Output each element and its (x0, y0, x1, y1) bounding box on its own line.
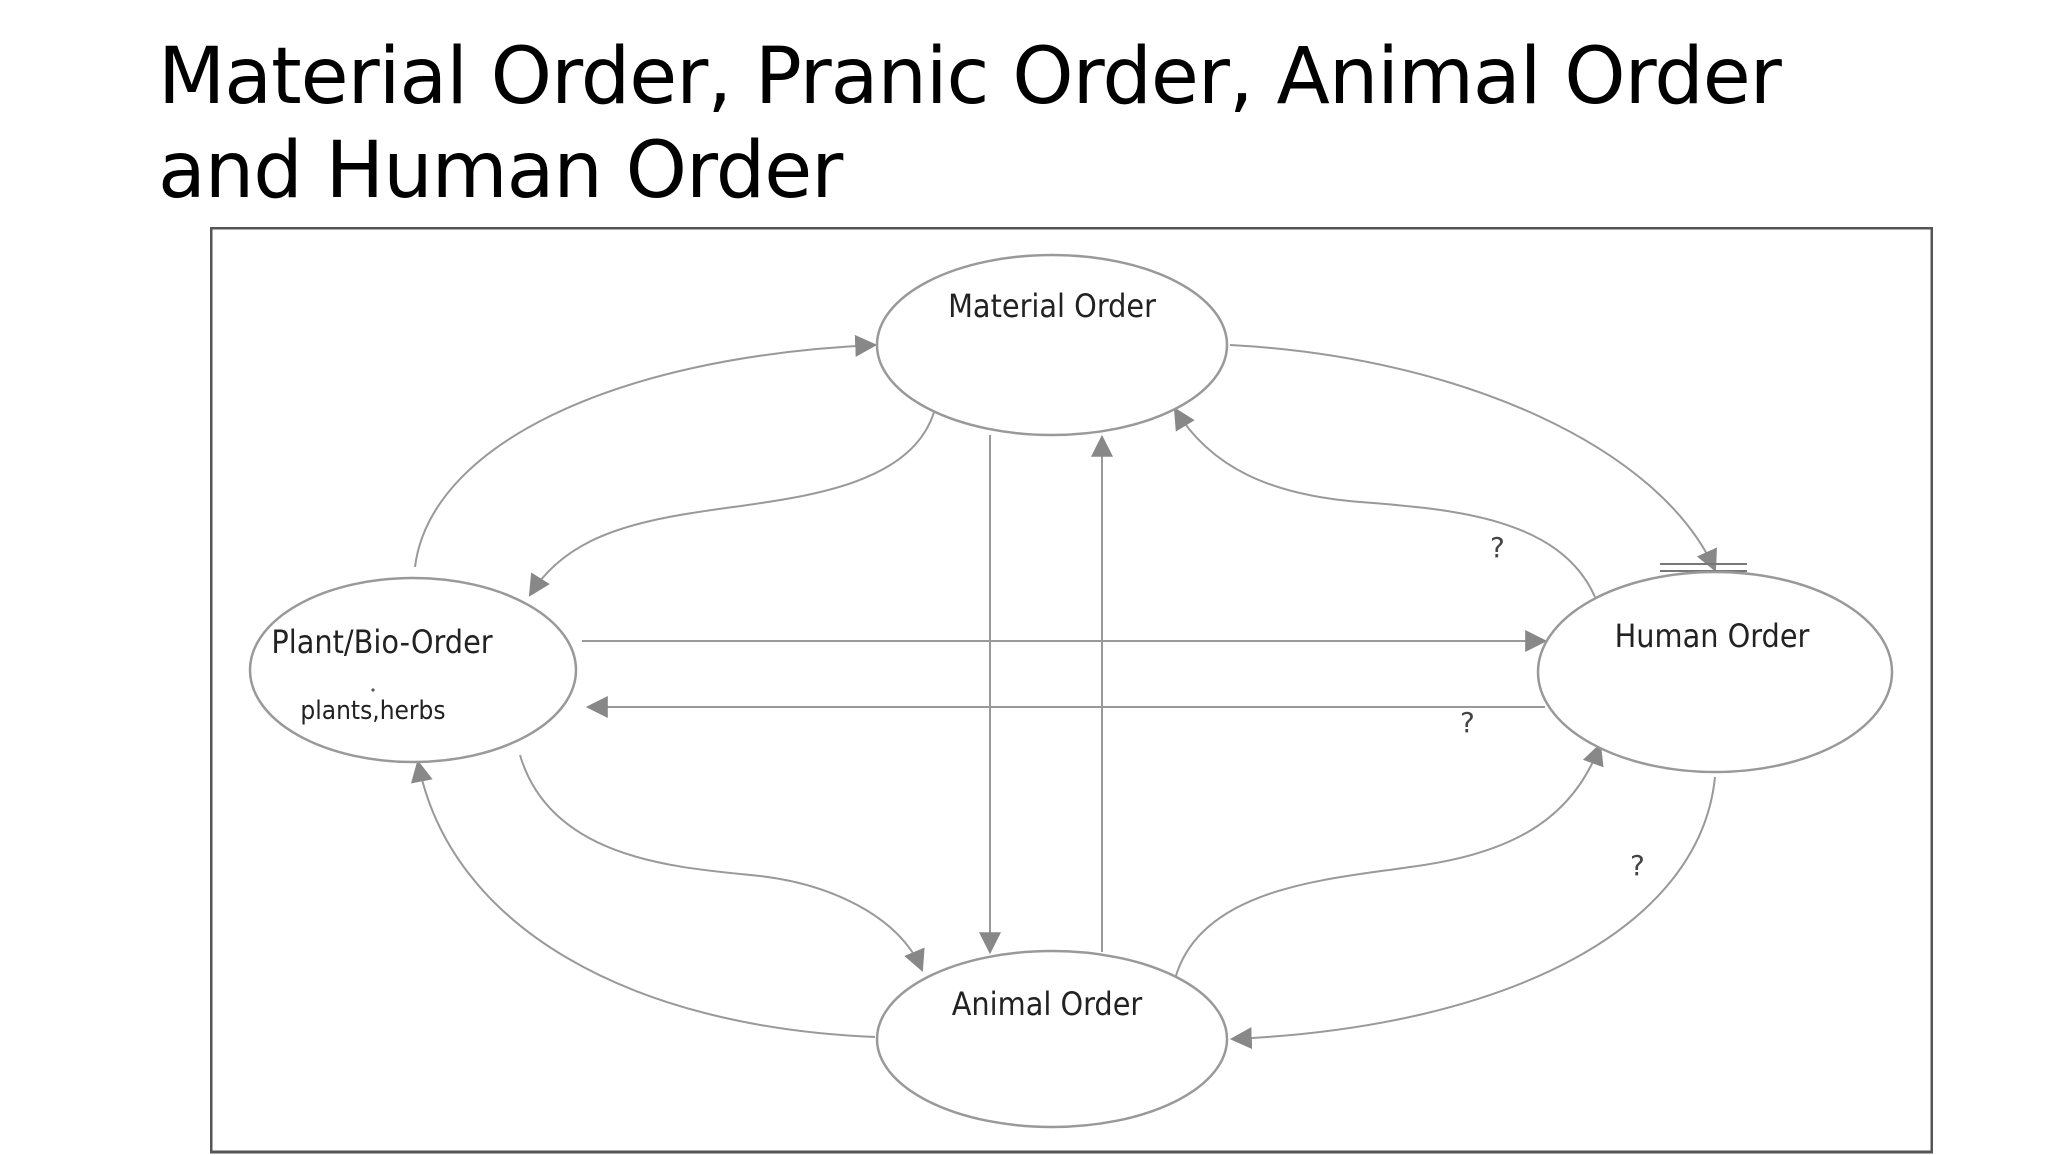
edge-material-to-human (1229, 344, 1717, 573)
edge-label-q-human-plant: ? (1460, 706, 1475, 739)
node-human-label: Human Order (1615, 617, 1810, 655)
slide-title: Material Order, Pranic Order, Animal Ord… (158, 32, 1782, 216)
node-plant-label: Plant/Bio-Order (271, 623, 492, 661)
node-animal-label: Animal Order (952, 985, 1143, 1023)
node-human-order: Human Order (1536, 570, 1894, 774)
bullet-dot-icon (371, 688, 375, 692)
node-animal-order: Animal Order (875, 949, 1229, 1129)
edge-label-q-human-animal: ? (1630, 849, 1645, 882)
diagram: Material Order Plant/Bio-Order plants,he… (210, 227, 1933, 1155)
node-plant-order: Plant/Bio-Order plants,herbs (248, 576, 578, 764)
edge-plant-to-material (414, 334, 878, 568)
human-order-double-bar (1660, 563, 1747, 572)
edge-human-to-animal (1229, 776, 1716, 1050)
node-material-order: Material Order (875, 253, 1229, 437)
diagram-canvas: Material Order Plant/Bio-Order plants,he… (210, 227, 1933, 1154)
edge-human-to-material (1173, 407, 1596, 598)
edge-animal-to-plant (410, 759, 876, 1038)
edge-plant-to-animal (519, 754, 925, 973)
edge-material-to-plant (528, 408, 936, 597)
edge-label-q-human-material: ? (1490, 531, 1505, 564)
node-material-label: Material Order (948, 287, 1156, 325)
node-plant-sublabel: plants,herbs (300, 696, 445, 726)
edge-animal-to-human (1174, 742, 1604, 980)
